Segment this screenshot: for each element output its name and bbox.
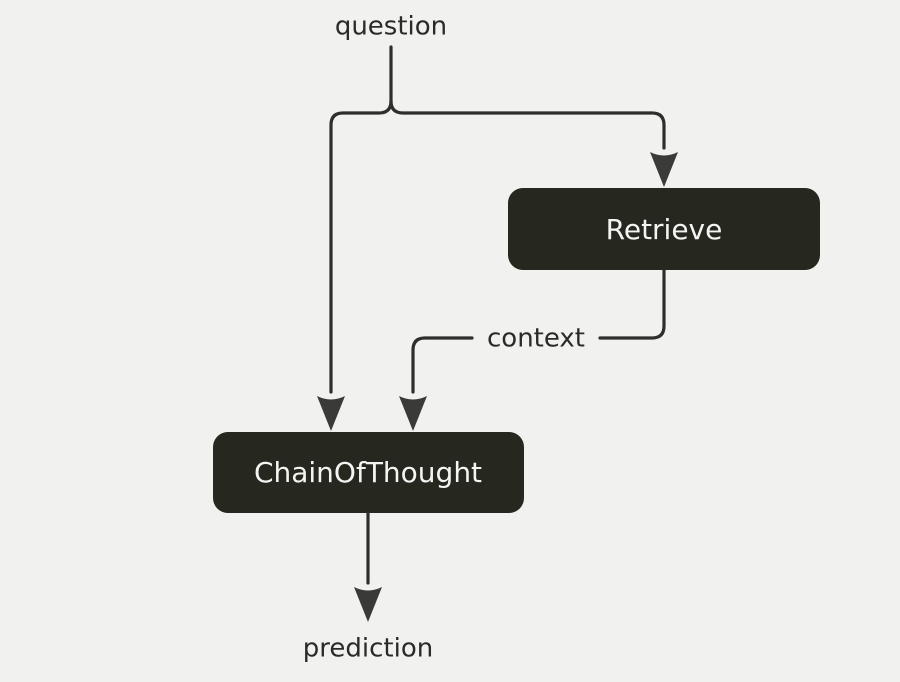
- node-retrieve-label: Retrieve: [606, 213, 723, 246]
- question-to-retrieve-arrowhead: [650, 152, 678, 187]
- node-retrieve[interactable]: Retrieve: [508, 188, 820, 270]
- node-chainofthought-box[interactable]: [213, 432, 524, 513]
- node-chainofthought-label: ChainOfThought: [254, 456, 482, 489]
- edge-retrieve-to-chainofthought: context: [399, 268, 666, 431]
- edge-question-to-retrieve: [389, 99, 678, 187]
- retrieve-to-context-line-left: [411, 336, 474, 394]
- edge-question-to-chainofthought: [317, 99, 393, 431]
- io-label-question: question: [335, 12, 447, 42]
- node-chainofthought[interactable]: ChainOfThought: [213, 432, 524, 513]
- question-to-retrieve-line: [389, 99, 666, 150]
- chainofthought-to-prediction-arrowhead: [354, 587, 382, 622]
- node-retrieve-box[interactable]: [508, 188, 820, 270]
- question-to-chainofthought-line: [329, 99, 393, 394]
- edge-label-context: context: [487, 324, 585, 354]
- question-to-chainofthought-arrowhead: [317, 396, 345, 431]
- io-label-prediction: prediction: [303, 634, 433, 664]
- retrieve-to-context-line-right: [598, 268, 666, 340]
- edge-chainofthought-to-prediction: [354, 511, 382, 622]
- retrieve-to-chainofthought-arrowhead: [399, 396, 427, 431]
